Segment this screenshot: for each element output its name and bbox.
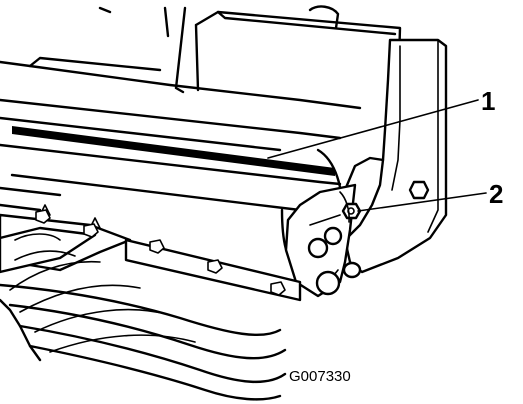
callout-1-leader [267, 99, 479, 159]
cutting-reel-blades [0, 233, 287, 401]
callout-2-label: 2 [489, 179, 503, 209]
side-plate [338, 38, 448, 274]
callout-2-leader [357, 192, 487, 212]
frame-panel [0, 5, 402, 110]
bedknife-plate [0, 204, 302, 302]
figure-id: G007330 [289, 368, 351, 385]
callout-1-label: 1 [481, 86, 495, 116]
end-bracket [284, 180, 430, 298]
